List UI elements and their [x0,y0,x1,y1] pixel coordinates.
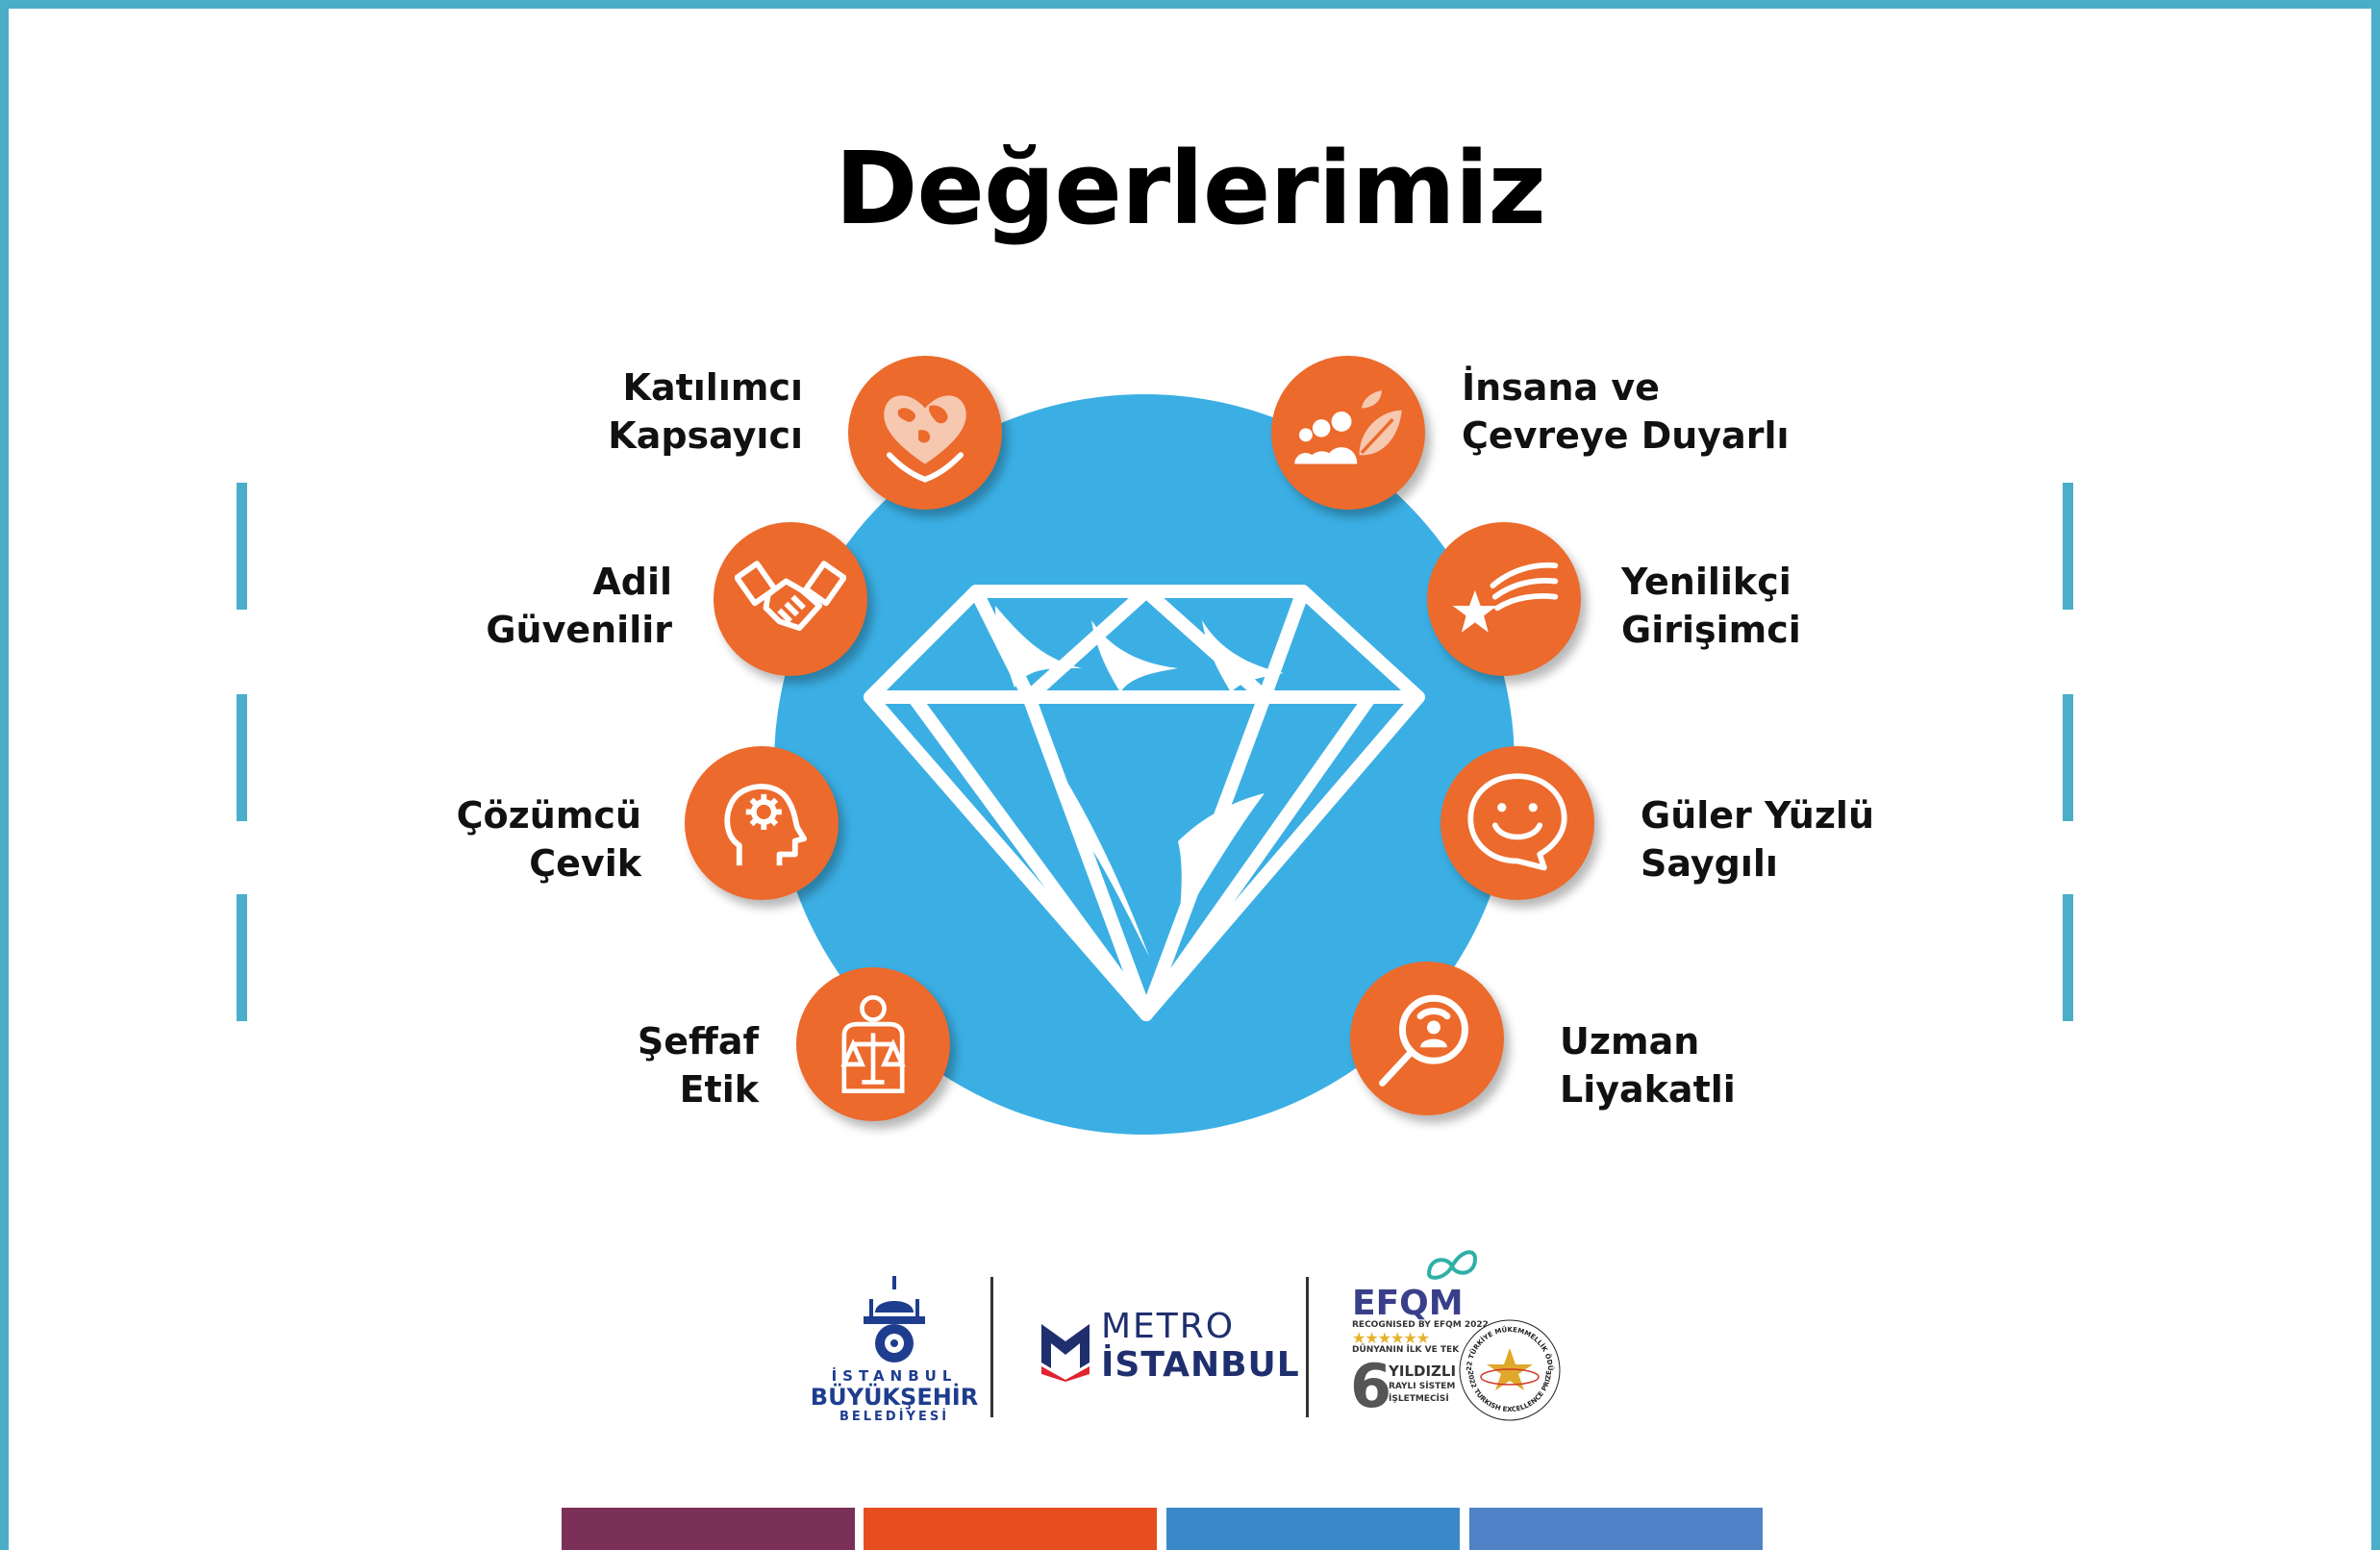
efqm-logo: EFQM RECOGNISED BY EFQM 2022 ★★★★★★ DÜNY… [1346,1245,1577,1423]
innovative-line2: Girişimci [1621,609,1801,651]
logo-divider-1 [990,1277,993,1417]
smiling-line2: Saygılı [1641,842,1778,885]
solution-icon-circle [685,746,839,900]
left-bar-2 [237,694,247,821]
diamond-icon [864,585,1425,1021]
ibb-logo: İSTANBUL BÜYÜKŞEHİR BELEDİYESİ [793,1274,995,1424]
efqm-yildizli: YILDIZLI [1389,1362,1457,1380]
innovative-line1: Yenilikçi [1621,561,1791,603]
smiling-icon-circle [1441,746,1594,900]
human-label: İnsana ve Çevreye Duyarlı [1462,363,1790,460]
strip-segment-2 [864,1508,1157,1550]
transparent-icon-circle [796,967,950,1121]
metro-istanbul-logo: METRO İSTANBUL [1034,1303,1299,1389]
efqm-title: EFQM [1352,1284,1464,1323]
ibb-line3: BELEDİYESİ [839,1410,950,1424]
ibb-emblem-icon [864,1276,925,1362]
transparent-line2: Etik [679,1068,759,1111]
fair-line1: Adil [592,561,672,603]
left-bar-1 [237,483,247,610]
ibb-line2: BÜYÜKŞEHİR [810,1384,979,1411]
strip-segment-1 [562,1508,855,1550]
heart-world-hands-icon [884,395,966,483]
participatory-icon-circle [848,356,1002,510]
participatory-line2: Kapsayıcı [608,414,803,457]
human-line2: Çevreye Duyarlı [1462,414,1790,457]
efqm-six: 6 [1350,1351,1392,1421]
solution-label: Çözümcü Çevik [457,791,641,888]
innovative-icon-circle [1427,522,1581,676]
transparent-line1: Şeffaf [637,1020,759,1062]
left-bar-3 [237,894,247,1021]
fair-icon-circle [714,522,867,676]
handshake-icon [735,561,846,632]
ibb-line1: İSTANBUL [831,1367,958,1385]
expert-icon-circle [1350,962,1504,1115]
excellence-award-icon: • 2022 TÜRKİYE MÜKEMMELLİK ÖDÜLÜ • • 202… [1457,1317,1561,1421]
solution-line1: Çözümcü [456,794,641,837]
efqm-line1: DÜNYANIN İLK VE TEK [1352,1345,1460,1355]
logo-divider-2 [1306,1277,1309,1417]
efqm-line3: İŞLETMECİSİ [1389,1394,1449,1404]
expert-line2: Liyakatli [1560,1068,1736,1111]
transparent-label: Şeffaf Etik [638,1017,759,1113]
people-leaf-icon [1294,389,1402,464]
right-bar-3 [2063,894,2073,1021]
strip-segment-4 [1469,1508,1763,1550]
smiling-line1: Güler Yüzlü [1641,794,1875,837]
expert-label: Uzman Liyakatli [1560,1017,1736,1113]
smiley-speech-icon [1467,773,1567,871]
fair-label: Adil Güvenilir [486,558,672,654]
right-bar-1 [2063,483,2073,610]
head-gear-icon [724,784,807,866]
smiling-label: Güler Yüzlü Saygılı [1641,791,1874,888]
human-line1: İnsana ve [1462,366,1660,409]
scales-person-icon [840,994,906,1094]
right-bar-2 [2063,694,2073,821]
shooting-star-icon [1452,562,1559,633]
metro-m-icon [1041,1324,1090,1382]
efqm-stars-icon: ★★★★★★ [1352,1329,1430,1347]
magnifier-person-icon [1379,994,1468,1087]
solution-line2: Çevik [529,842,641,885]
page-title: Değerlerimiz [835,130,1546,247]
efqm-line2: RAYLI SİSTEM [1389,1382,1456,1391]
metro-line2: İSTANBUL [1101,1345,1300,1385]
participatory-label: Katılımcı Kapsayıcı [608,363,803,460]
expert-line1: Uzman [1560,1020,1700,1062]
innovative-label: Yenilikçi Girişimci [1621,558,1801,654]
efqm-infinity-icon [1426,1250,1478,1280]
strip-segment-3 [1166,1508,1460,1550]
fair-line2: Güvenilir [486,609,672,651]
efqm-recognised: RECOGNISED BY EFQM 2022 [1352,1320,1489,1330]
participatory-line1: Katılımcı [622,366,803,409]
human-icon-circle [1271,356,1425,510]
metro-line1: METRO [1101,1307,1236,1346]
